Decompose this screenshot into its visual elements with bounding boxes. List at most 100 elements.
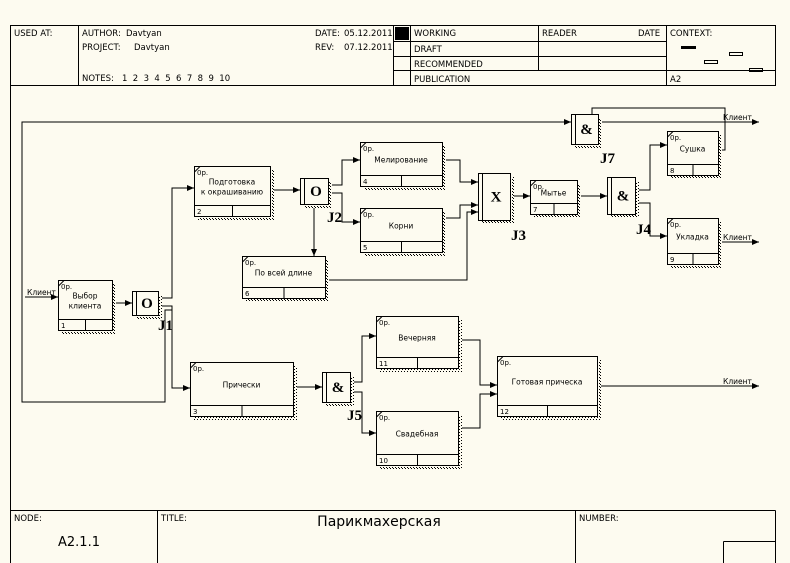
arrow-label-client-out-1: Клиент (723, 113, 753, 122)
box-corner-mark (242, 256, 249, 263)
junction-j3[interactable]: XJ3 (478, 173, 527, 245)
junction-symbol: & (617, 189, 630, 205)
box-corner-mark (497, 356, 504, 363)
box-corner-mark (190, 362, 197, 369)
box-number: 9 (670, 256, 674, 264)
box-number: 10 (379, 457, 388, 465)
box-number: 6 (245, 290, 250, 298)
header-frame (10, 25, 776, 86)
node-label: NODE: (14, 514, 42, 524)
reader-label: READER (542, 29, 577, 39)
box-tag: 0р. (363, 145, 374, 153)
status-recommended: RECOMMENDED (414, 60, 483, 70)
notes-label: NOTES: (82, 74, 114, 84)
box-number: 7 (533, 206, 537, 214)
box-corner-mark (194, 166, 201, 173)
box-label: Свадебная (396, 430, 439, 439)
box-tag: 0р. (379, 414, 390, 422)
uob-box-6[interactable]: 0р. 6 По всей длине (242, 256, 330, 303)
arrow-label-client-out-3: Клиент (723, 377, 753, 386)
junction-symbol: O (310, 184, 322, 200)
junction-j2[interactable]: O J2 (300, 178, 343, 227)
box-number: 2 (197, 208, 201, 216)
uob-box-7[interactable]: 0р. 7 Мытье (530, 180, 582, 219)
box-tag: 0р. (533, 183, 544, 191)
box-tag: 0р. (363, 211, 374, 219)
arrow-label-client-out-2: Клиент (723, 233, 753, 242)
junction-symbol: & (332, 380, 345, 396)
box-corner-mark (58, 280, 65, 287)
rev-value: 07.12.2011 (344, 43, 393, 53)
working-status-marker (395, 27, 409, 40)
box-number: 11 (379, 360, 388, 368)
box-tag: 0р. (379, 319, 390, 327)
box-number: 4 (363, 178, 368, 186)
box-label: По всей длине (255, 269, 313, 278)
junction-label: J2 (327, 210, 342, 226)
junction-j1[interactable]: O J1 (132, 291, 174, 335)
footer-frame (10, 510, 776, 563)
junction-label: J3 (511, 228, 526, 244)
title-label: TITLE: (160, 514, 187, 524)
box-corner-mark (530, 180, 537, 187)
junction-label: J5 (347, 408, 362, 424)
author-label: AUTHOR: (82, 29, 121, 39)
junction-frame (478, 173, 511, 221)
diagram-title: Парикмахерская (317, 514, 441, 530)
junction-label: J7 (600, 151, 616, 167)
box-label: Подготовка (209, 178, 255, 187)
box-label: Выбор (72, 292, 97, 301)
project-value: Davtyan (134, 43, 170, 53)
status-working: WORKING (414, 29, 456, 39)
box-corner-mark (360, 208, 367, 215)
uob-box-10[interactable]: 0р. 10 Свадебная (376, 411, 463, 470)
context-thumbnail (681, 46, 763, 72)
box-corner-mark (360, 142, 367, 149)
junction-j7[interactable]: &J7 (571, 114, 616, 168)
box-corner-mark (376, 411, 383, 418)
node-value: A2.1.1 (58, 535, 100, 550)
box-corner-mark (667, 131, 674, 138)
box-tag: 0р. (670, 134, 681, 142)
junction-j4[interactable]: &J4 (607, 177, 652, 239)
context-label: CONTEXT: (670, 29, 712, 39)
box-label: Прически (223, 381, 261, 390)
box-number: 8 (670, 167, 674, 175)
box-label: к окрашиванию (201, 188, 263, 197)
junction-symbol: O (141, 296, 153, 312)
junction-label: J1 (158, 318, 173, 334)
junction-frame (607, 177, 636, 215)
uob-box-8[interactable]: 0р. 8 Сушка (667, 131, 723, 180)
status-draft: DRAFT (414, 45, 443, 55)
date-label: DATE: (315, 29, 340, 39)
box-label: Сушка (680, 145, 706, 154)
arrow-label-client-in: Клиент (27, 288, 57, 297)
box-tag: 0р. (245, 259, 256, 267)
junction-j5[interactable]: &J5 (322, 372, 363, 425)
used-at-label: USED AT: (14, 29, 53, 39)
box-number: 5 (363, 244, 367, 252)
junction-symbol: & (580, 122, 593, 138)
number-label: NUMBER: (579, 514, 619, 524)
rev-label: REV: (315, 43, 334, 53)
project-label: PROJECT: (82, 43, 121, 53)
junction-frame (322, 372, 351, 403)
box-number: 12 (500, 408, 509, 416)
box-tag: 0р. (61, 283, 72, 291)
box-tag: 0р. (193, 365, 204, 373)
box-label: Мытье (541, 189, 567, 198)
box-tag: 0р. (670, 221, 681, 229)
junction-frame (300, 178, 329, 205)
box-tag: 0р. (500, 359, 511, 367)
